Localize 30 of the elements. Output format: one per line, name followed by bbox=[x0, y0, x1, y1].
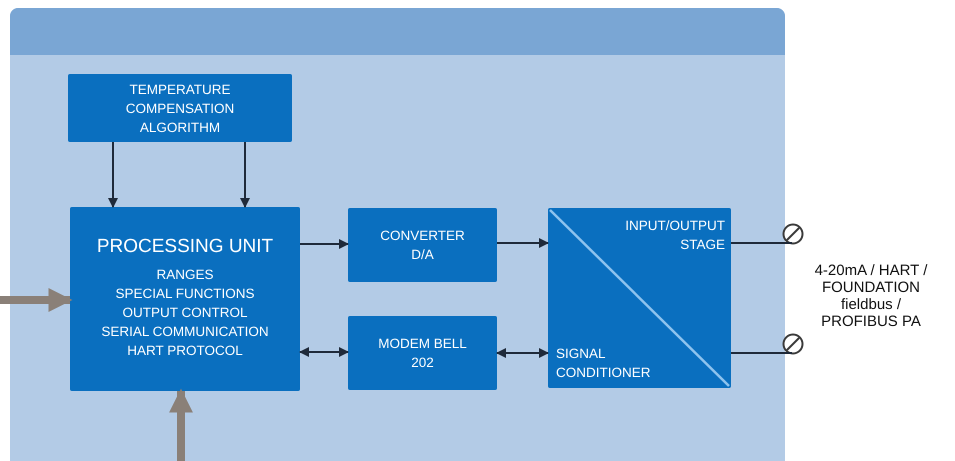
function-item: OUTPUT CONTROL bbox=[122, 304, 248, 322]
stage-label: SIGNAL CONDITIONER bbox=[556, 345, 652, 382]
arrow bbox=[299, 347, 349, 357]
arrow bbox=[108, 142, 118, 208]
terminal-icon bbox=[782, 223, 804, 245]
node-label: CONVERTER D/A bbox=[379, 227, 466, 264]
arrow bbox=[497, 238, 549, 248]
stage-label: INPUT/OUTPUT STAGE bbox=[624, 217, 725, 254]
node-label: MODEM BELL 202 bbox=[377, 335, 468, 372]
function-block bbox=[70, 207, 300, 391]
function-block bbox=[68, 74, 292, 142]
arrow bbox=[240, 142, 250, 208]
terminal-icon bbox=[782, 333, 804, 355]
signal-label: 4-20mA / HART / FOUNDATION fieldbus / PROFIBUS PA bbox=[814, 262, 928, 330]
device-panel bbox=[10, 8, 785, 461]
node-label: TEMPERATURE COMPENSATION ALGORITHM bbox=[124, 80, 236, 136]
function-block bbox=[348, 208, 497, 282]
arrow bbox=[0, 288, 72, 312]
function-item: SERIAL COMMUNICATION bbox=[101, 323, 269, 341]
function-block bbox=[348, 316, 497, 390]
node-title: PROCESSING UNIT bbox=[96, 235, 274, 259]
arrow bbox=[496, 348, 549, 358]
io-stage-box bbox=[548, 208, 731, 388]
function-item: SPECIAL FUNCTIONS bbox=[115, 285, 255, 303]
function-item: HART PROTOCOL bbox=[127, 342, 243, 360]
arrow bbox=[300, 239, 349, 249]
arrow bbox=[169, 388, 193, 461]
connector-line bbox=[731, 242, 792, 244]
function-item: RANGES bbox=[156, 266, 214, 284]
connector-line bbox=[731, 352, 792, 354]
